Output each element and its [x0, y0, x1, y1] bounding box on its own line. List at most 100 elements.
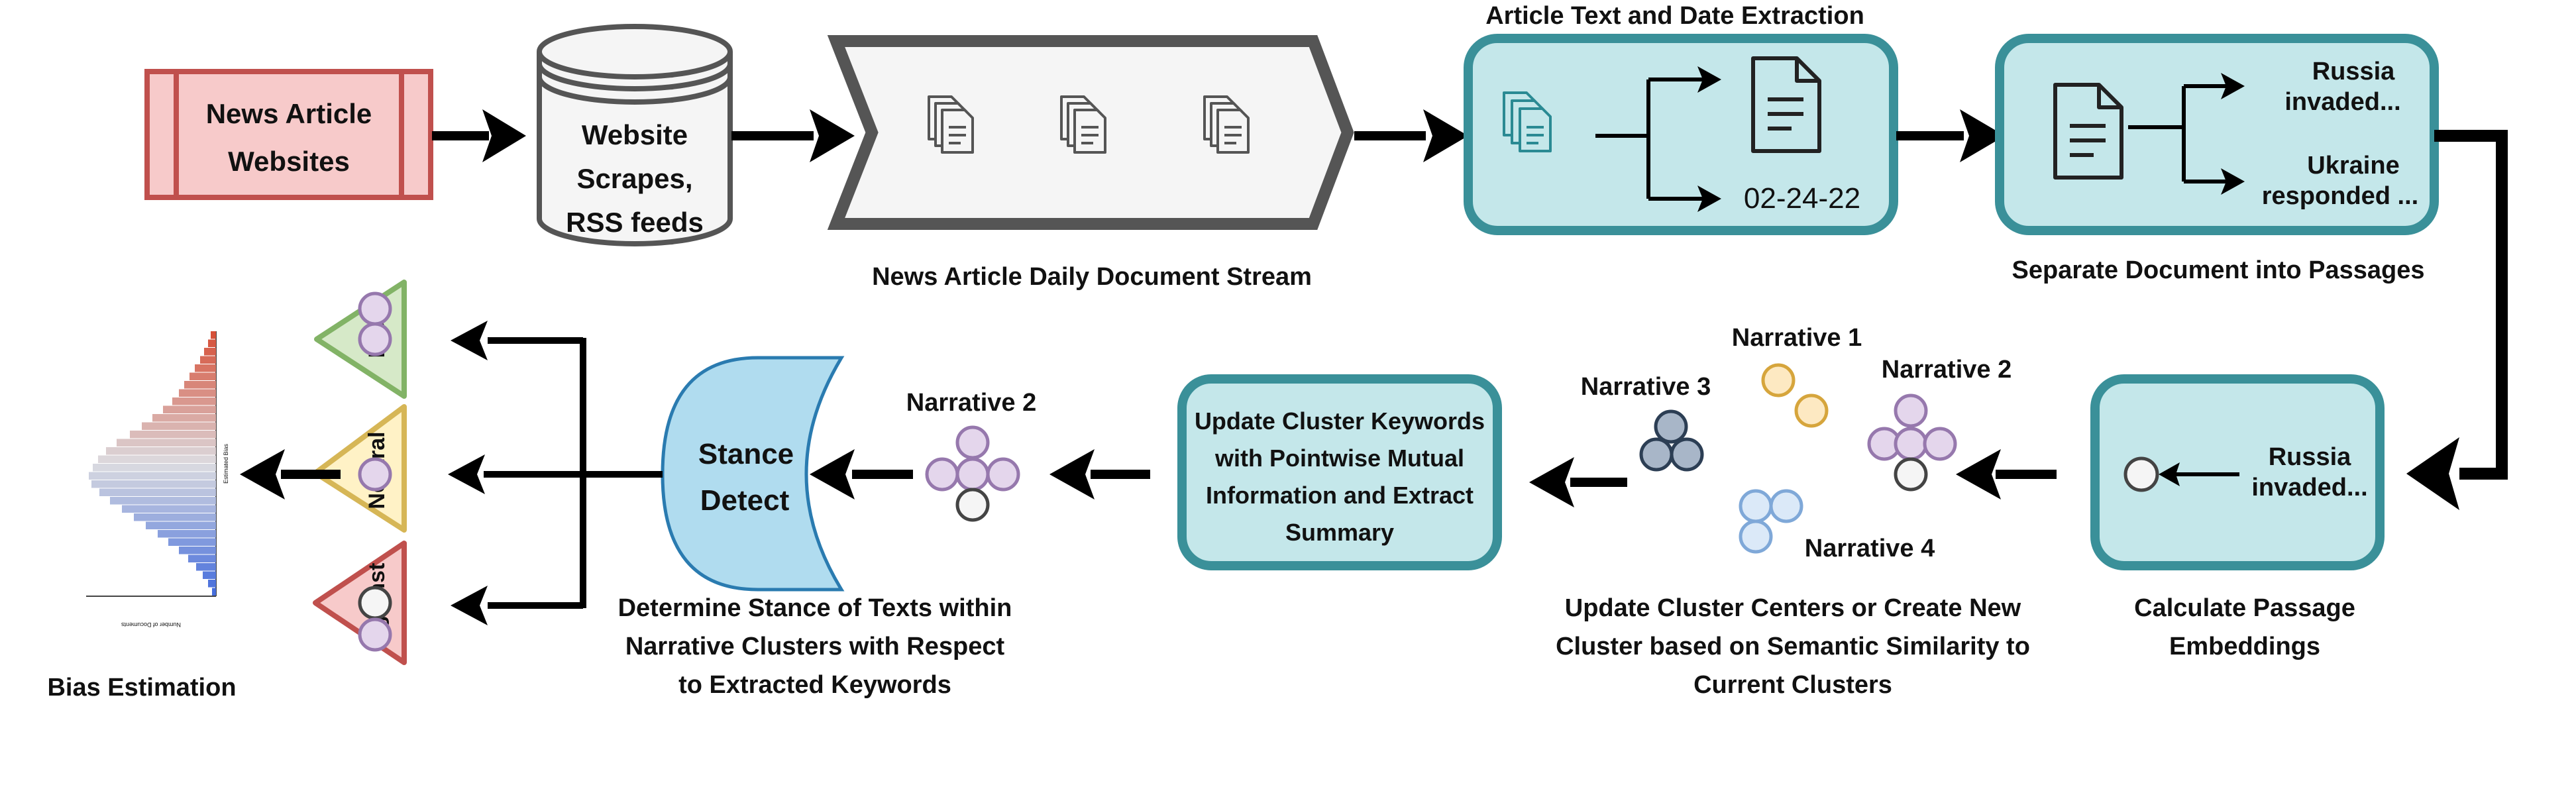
- bias-bar: [134, 513, 216, 521]
- passages-caption: Separate Document into Passages: [2012, 256, 2425, 284]
- arrow-embeddings-to-clusters: [1956, 449, 2057, 499]
- bias-bar: [117, 439, 216, 446]
- bias-bar: [93, 464, 216, 472]
- passages-node: Russia invaded... Ukraine responded ...: [1995, 34, 2439, 235]
- clustering-caption-line2: Cluster based on Semantic Similarity to: [1556, 633, 2030, 660]
- scrapes-line1: Website: [582, 119, 688, 150]
- document-stream-caption: News Article Daily Document Stream: [872, 263, 1312, 291]
- bias-bar: [146, 521, 216, 529]
- bias-bar: [110, 497, 216, 505]
- bias-bar: [98, 455, 216, 463]
- keywords-line4: Summary: [1285, 519, 1394, 546]
- narrative-clusters: Narrative 1 Narrative 2 Narrative 3 Narr…: [1581, 324, 2012, 562]
- bias-bar: [122, 505, 216, 513]
- keywords-node: Update Cluster Keywords with Pointwise M…: [1177, 374, 1502, 570]
- bias-bar: [204, 348, 216, 356]
- passage-1-line1: Russia: [2312, 58, 2395, 85]
- embeddings-caption-line2: Embeddings: [2169, 633, 2320, 660]
- document-icon: [1751, 56, 1821, 153]
- scrapes-line3: RSS feeds: [566, 207, 704, 238]
- news-websites-line2: Websites: [228, 146, 350, 177]
- bias-bar: [99, 488, 216, 496]
- bias-bar: [188, 554, 216, 562]
- scrapes-database-node: Website Scrapes, RSS feeds: [537, 24, 733, 246]
- stance-detect-line1: Stance: [698, 438, 794, 470]
- bias-bar: [212, 588, 216, 596]
- passage-2-line2: responded ...: [2262, 182, 2418, 210]
- bias-axis-x-label: Number of Documents: [121, 621, 181, 628]
- bias-bar: [179, 389, 216, 397]
- bias-bar: [152, 414, 216, 422]
- narrative-1-cluster: [1761, 363, 1829, 428]
- keywords-line1: Update Cluster Keywords: [1195, 407, 1485, 435]
- passage-1-line2: invaded...: [2284, 88, 2400, 116]
- arrow-passages-to-embeddings: [2406, 130, 2508, 510]
- bias-bar: [196, 563, 216, 571]
- extracted-date: 02-24-22: [1744, 182, 1860, 215]
- stance-detect-line2: Detect: [700, 484, 790, 517]
- arrow-stream-to-extraction: [1354, 109, 1468, 162]
- keywords-line3: Information and Extract: [1206, 482, 1474, 509]
- bias-bar: [184, 381, 216, 389]
- bias-bar: [203, 571, 216, 579]
- news-websites-node: News Article Websites: [144, 69, 433, 200]
- bias-bar: [195, 364, 216, 372]
- arrow-websites-to-scrapes: [432, 109, 526, 162]
- narrative-1-label: Narrative 1: [1732, 324, 1862, 352]
- document-stack-icon: [1503, 91, 1552, 152]
- bias-axis-y-label: Estimated Bias: [223, 443, 229, 484]
- narrative-2-label: Narrative 2: [1882, 356, 2012, 384]
- bias-bar: [208, 580, 216, 588]
- stance-caption-line2: Narrative Clusters with Respect: [625, 633, 1005, 660]
- stance-against: Against: [313, 541, 407, 665]
- bias-bar: [211, 331, 216, 339]
- stance-caption-line3: to Extracted Keywords: [678, 671, 951, 699]
- arrow-scrapes-to-stream: [731, 109, 855, 162]
- stance-branch-arrows: [448, 321, 663, 625]
- embeddings-caption-line1: Calculate Passage: [2134, 594, 2355, 622]
- narrative-4-label: Narrative 4: [1805, 535, 1935, 562]
- bias-bar: [106, 447, 216, 455]
- embeddings-node: Russia invaded...: [2090, 374, 2385, 570]
- document-icon: [2053, 83, 2123, 180]
- bias-caption: Bias Estimation: [47, 674, 236, 702]
- arrow-clusters-to-keywords: [1529, 457, 1627, 507]
- stance-detect-node: Stance Detect: [661, 356, 845, 592]
- embedding-text-line1: Russia: [2269, 443, 2351, 471]
- passage-2-line1: Ukraine: [2307, 152, 2399, 180]
- bias-bar: [200, 356, 216, 364]
- bias-bar: [179, 547, 216, 554]
- extraction-title: Article Text and Date Extraction: [1485, 2, 1864, 30]
- extraction-node: 02-24-22: [1464, 34, 1898, 235]
- clustering-caption-line1: Update Cluster Centers or Create New: [1565, 594, 2021, 622]
- narrative-2-cluster: [1867, 394, 1957, 492]
- bias-bar: [130, 431, 216, 439]
- arrow-narrative-to-stance: [810, 449, 913, 499]
- bias-histogram: Estimated Bias Number of Documents: [86, 331, 229, 628]
- stance-neutral: Neutral: [313, 404, 407, 533]
- keywords-line2: with Pointwise Mutual: [1214, 445, 1464, 472]
- embedding-point: [2123, 456, 2159, 492]
- bias-bar: [91, 480, 216, 488]
- scrapes-line2: Scrapes,: [576, 163, 692, 194]
- arrow-keywords-to-narrative: [1049, 449, 1150, 499]
- bias-bar: [89, 472, 216, 480]
- clustering-caption-line3: Current Clusters: [1693, 671, 1892, 699]
- document-stream-node: [827, 35, 1354, 230]
- bias-bar: [142, 422, 216, 430]
- arrow-stance-to-bias: [240, 449, 341, 499]
- bias-bar: [208, 339, 216, 347]
- bias-bar: [168, 538, 216, 546]
- narrative-4-cluster: [1739, 489, 1803, 554]
- selected-narrative-cluster: [925, 425, 1020, 522]
- narrative-3-cluster: [1639, 409, 1704, 472]
- arrow-extraction-to-passages: [1896, 109, 2005, 162]
- stance-caption-line1: Determine Stance of Texts within: [618, 594, 1012, 622]
- bias-bar: [172, 397, 216, 405]
- selected-narrative-label: Narrative 2: [906, 389, 1036, 417]
- bias-bar: [158, 530, 216, 538]
- news-websites-line1: News Article: [206, 98, 372, 129]
- narrative-3-label: Narrative 3: [1581, 373, 1711, 401]
- bias-bar: [163, 405, 216, 413]
